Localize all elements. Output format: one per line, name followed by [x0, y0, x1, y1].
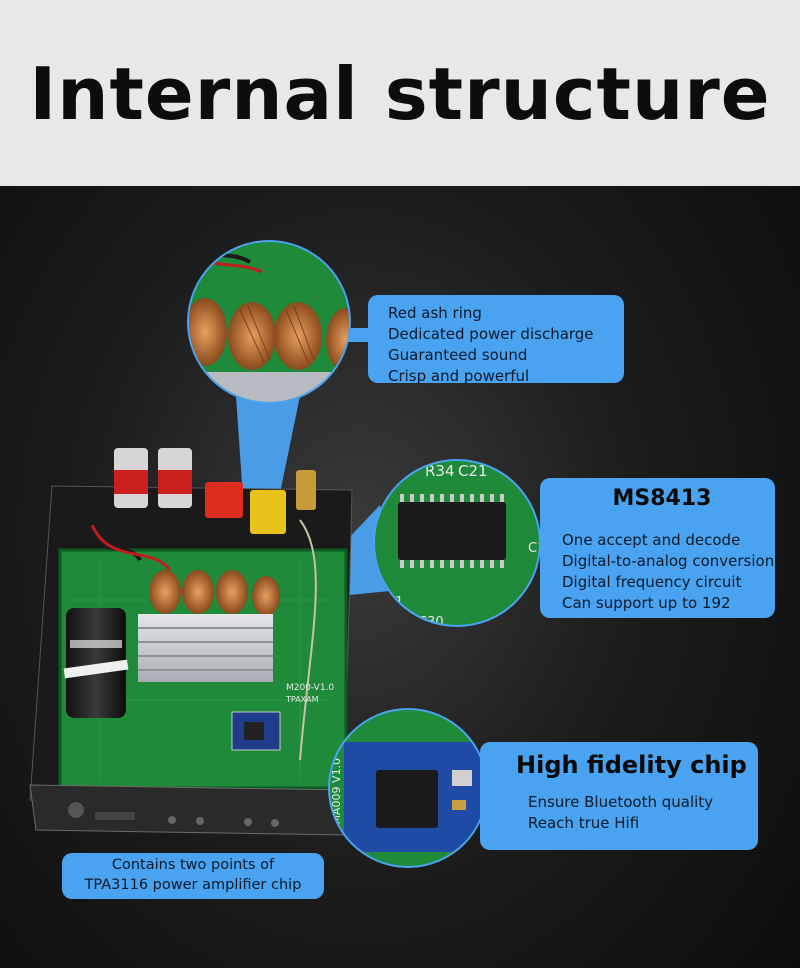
- bluetooth-chip: [376, 770, 438, 828]
- callout-bluetooth: High fidelity chip Ensure Bluetooth qual…: [480, 742, 758, 850]
- callout-line: Reach true Hifi: [528, 814, 640, 832]
- board-marking: M200-V1.0: [286, 683, 334, 693]
- magnifier-decoder-chip: R34 C21 C1 C1 C30: [373, 459, 545, 630]
- callout-coils: Red ash ring Dedicated power discharge G…: [368, 295, 624, 385]
- callout-line: Red ash ring: [388, 304, 482, 322]
- callout-heading: High fidelity chip: [516, 751, 747, 779]
- header-band: Internal structure: [0, 0, 800, 186]
- callout-line: Guaranteed sound: [388, 346, 528, 364]
- board-marking: C30: [418, 615, 444, 630]
- page-title: Internal structure: [29, 52, 771, 136]
- callout-line: Can support up to 192: [562, 594, 731, 612]
- callout-line: Digital frequency circuit: [562, 573, 742, 591]
- callout-decoder: MS8413 One accept and decode Digital-to-…: [540, 478, 775, 618]
- magnifier-bluetooth-chip: BMA009 V1.0: [328, 708, 488, 868]
- callout-heading: MS8413: [612, 486, 712, 511]
- board-marking: C21: [458, 462, 488, 480]
- board-marking: TPAXAM: [285, 695, 319, 704]
- callout-line: Contains two points of: [111, 857, 275, 873]
- callout-line: Ensure Bluetooth quality: [528, 793, 714, 811]
- magnifier-coils: [187, 240, 351, 404]
- callout-line: Crisp and powerful: [388, 367, 530, 385]
- board-marking: R34: [425, 462, 455, 480]
- board-marking: C1: [528, 541, 545, 556]
- callout-line: TPA3116 power amplifier chip: [84, 877, 302, 893]
- callout-line: One accept and decode: [562, 531, 741, 549]
- callout-line: Dedicated power discharge: [388, 325, 594, 343]
- decoder-chip: [398, 502, 506, 560]
- amplifier-chassis: M200-V1.0 TPAXAM: [29, 448, 353, 836]
- callout-line: Digital-to-analog conversion: [562, 552, 775, 570]
- callout-amplifier: Contains two points of TPA3116 power amp…: [62, 853, 324, 899]
